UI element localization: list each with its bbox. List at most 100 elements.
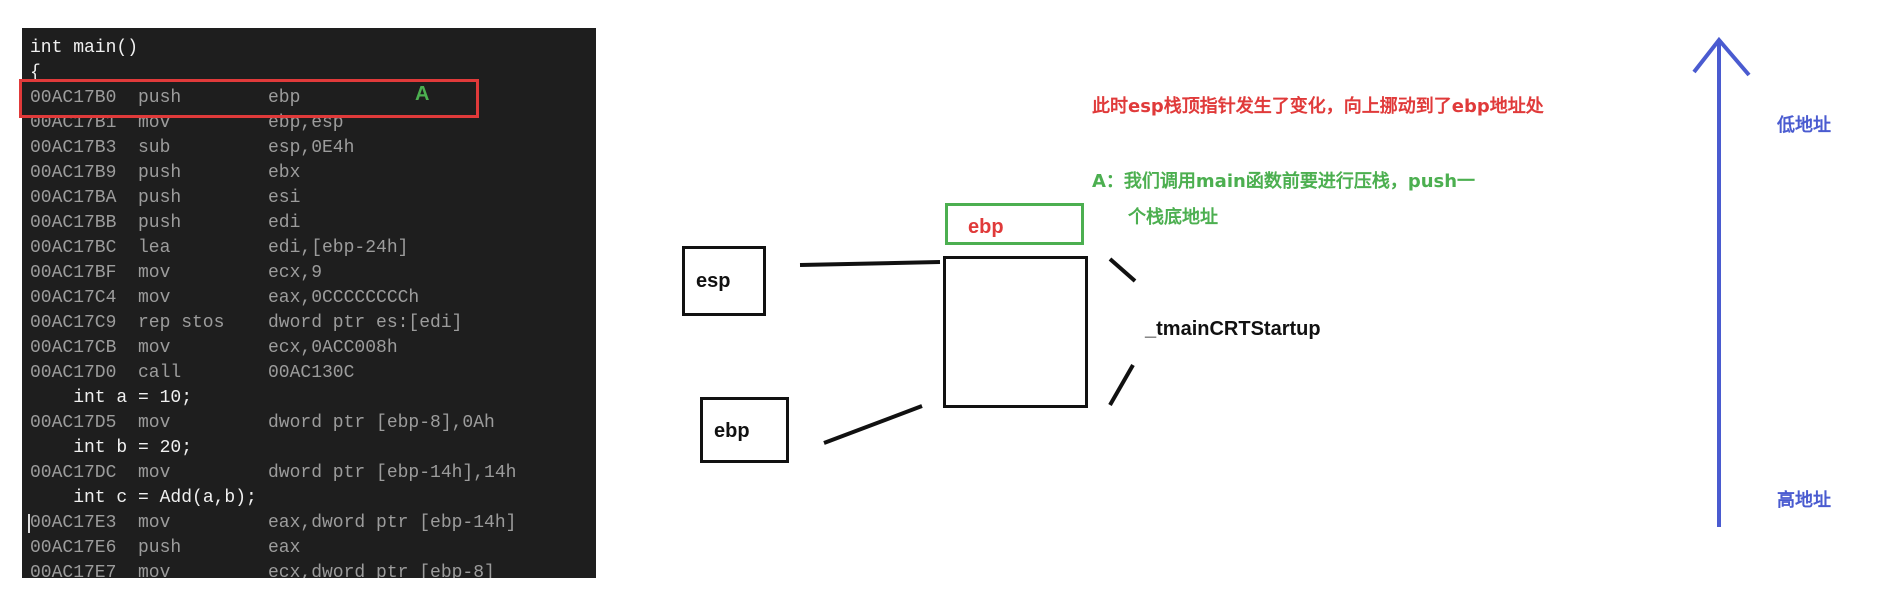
disassembly-panel: — — — — — — — — — — — — — — int main() {0…: [22, 28, 596, 578]
stack-top-ebp-box: [945, 203, 1084, 245]
asm-mnemonic: call: [138, 363, 182, 383]
source-line: {: [30, 61, 596, 86]
high-address-label: 高地址: [1777, 490, 1831, 511]
asm-line: 00AC17BC lea edi,[ebp-24h]: [30, 236, 596, 261]
asm-operands: eax,dword ptr [ebp-14h]: [268, 513, 517, 533]
push-ebp-highlight: [19, 79, 479, 118]
asm-address: 00AC17BC: [30, 238, 117, 258]
address-axis-arrowhead: [1692, 36, 1751, 77]
asm-operands: ecx,dword ptr [ebp-8]: [268, 563, 495, 578]
source-line: int c = Add(a,b);: [30, 486, 596, 511]
esp-box: [682, 246, 766, 316]
asm-operands: edi: [268, 213, 301, 233]
frame-bracket-bottom: [1108, 364, 1135, 406]
asm-line: 00AC17B1 mov ebp,esp: [30, 111, 596, 136]
asm-mnemonic: mov: [138, 263, 171, 283]
ebp-label: ebp: [714, 420, 750, 442]
asm-address: 00AC17BB: [30, 213, 117, 233]
esp-label: esp: [696, 270, 731, 292]
asm-line: 00AC17BA push esi: [30, 186, 596, 211]
note-red: 此时esp栈顶指针发生了变化，向上挪动到了ebp地址处: [1092, 96, 1544, 117]
asm-address: 00AC17DC: [30, 463, 117, 483]
source-text: int a = 10;: [30, 388, 193, 408]
asm-address: 00AC17E3: [30, 513, 117, 533]
asm-operands: dword ptr [ebp-14h],14h: [268, 463, 517, 483]
asm-operands: ebp,esp: [268, 113, 344, 133]
asm-address: 00AC17B0: [30, 88, 117, 108]
asm-mnemonic: mov: [138, 113, 171, 133]
asm-mnemonic: push: [138, 538, 182, 558]
source-text: int b = 20;: [30, 438, 193, 458]
asm-address: 00AC17BA: [30, 188, 117, 208]
text-cursor: [28, 514, 30, 533]
asm-operands: dword ptr [ebp-8],0Ah: [268, 413, 495, 433]
stack-frame-box: [943, 256, 1088, 408]
note-green-line1: A：我们调用main函数前要进行压栈，push一: [1092, 171, 1476, 192]
note-green: A：我们调用main函数前要进行压栈，push一 个栈底地址: [1092, 164, 1475, 236]
asm-address: 00AC17E6: [30, 538, 117, 558]
source-text: int main(): [30, 38, 139, 58]
note-green-line2: 个栈底地址: [1128, 207, 1218, 228]
low-address-label: 低地址: [1777, 115, 1831, 136]
asm-line: 00AC17BF mov ecx,9: [30, 261, 596, 286]
asm-operands: esp,0E4h: [268, 138, 355, 158]
asm-line: 00AC17B0 push ebp: [30, 86, 596, 111]
asm-address: 00AC17D5: [30, 413, 117, 433]
asm-address: 00AC17C9: [30, 313, 117, 333]
asm-mnemonic: push: [138, 188, 182, 208]
asm-line: 00AC17C9 rep stos dword ptr es:[edi]: [30, 311, 596, 336]
asm-mnemonic: mov: [138, 563, 171, 578]
asm-line: 00AC17CB mov ecx,0ACC008h: [30, 336, 596, 361]
asm-line: 00AC17D5 mov dword ptr [ebp-8],0Ah: [30, 411, 596, 436]
asm-operands: ebx: [268, 163, 301, 183]
source-line: int a = 10;: [30, 386, 596, 411]
code-lines: int main() {00AC17B0 push ebp 00AC17B1 mov ebp…: [28, 36, 596, 578]
asm-address: 00AC17C4: [30, 288, 117, 308]
frame-name-label: _tmainCRTStartup: [1145, 318, 1321, 340]
asm-mnemonic: mov: [138, 463, 171, 483]
source-line: int b = 20;: [30, 436, 596, 461]
asm-line: 00AC17DC mov dword ptr [ebp-14h],14h: [30, 461, 596, 486]
asm-line: 00AC17BB push edi: [30, 211, 596, 236]
asm-address: 00AC17B9: [30, 163, 117, 183]
asm-mnemonic: rep stos: [138, 313, 225, 333]
asm-operands: edi,[ebp-24h]: [268, 238, 409, 258]
asm-line: 00AC17E7 mov ecx,dword ptr [ebp-8]: [30, 561, 596, 578]
ebp-box: [700, 397, 789, 463]
asm-line: 00AC17B9 push ebx: [30, 161, 596, 186]
asm-operands: ecx,9: [268, 263, 323, 283]
asm-operands: eax: [268, 538, 301, 558]
ebp-connector-line: [823, 404, 923, 445]
asm-operands: esi: [268, 188, 301, 208]
asm-line: 00AC17D0 call 00AC130C: [30, 361, 596, 386]
frame-bracket-top: [1108, 257, 1137, 283]
asm-address: 00AC17CB: [30, 338, 117, 358]
asm-operands: dword ptr es:[edi]: [268, 313, 463, 333]
asm-mnemonic: lea: [138, 238, 171, 258]
asm-address: 00AC17E7: [30, 563, 117, 578]
asm-mnemonic: push: [138, 163, 182, 183]
asm-operands: eax,0CCCCCCCCh: [268, 288, 420, 308]
asm-address: 00AC17B1: [30, 113, 117, 133]
source-line: int main(): [30, 36, 596, 61]
highlight-label-a: A: [415, 83, 430, 105]
asm-mnemonic: mov: [138, 338, 171, 358]
esp-connector-line: [799, 260, 941, 267]
asm-address: 00AC17D0: [30, 363, 117, 383]
asm-address: 00AC17BF: [30, 263, 117, 283]
asm-line: 00AC17E6 push eax: [30, 536, 596, 561]
cutoff-code-line: — — — — — — — — — — — — — —: [50, 28, 381, 38]
asm-operands: ebp: [268, 88, 301, 108]
asm-line: 00AC17C4 mov eax,0CCCCCCCCh: [30, 286, 596, 311]
asm-mnemonic: mov: [138, 413, 171, 433]
asm-mnemonic: sub: [138, 138, 171, 158]
source-text: {: [30, 63, 41, 83]
asm-mnemonic: push: [138, 88, 182, 108]
asm-mnemonic: mov: [138, 288, 171, 308]
asm-operands: 00AC130C: [268, 363, 355, 383]
asm-mnemonic: push: [138, 213, 182, 233]
source-text: int c = Add(a,b);: [30, 488, 257, 508]
asm-operands: ecx,0ACC008h: [268, 338, 398, 358]
